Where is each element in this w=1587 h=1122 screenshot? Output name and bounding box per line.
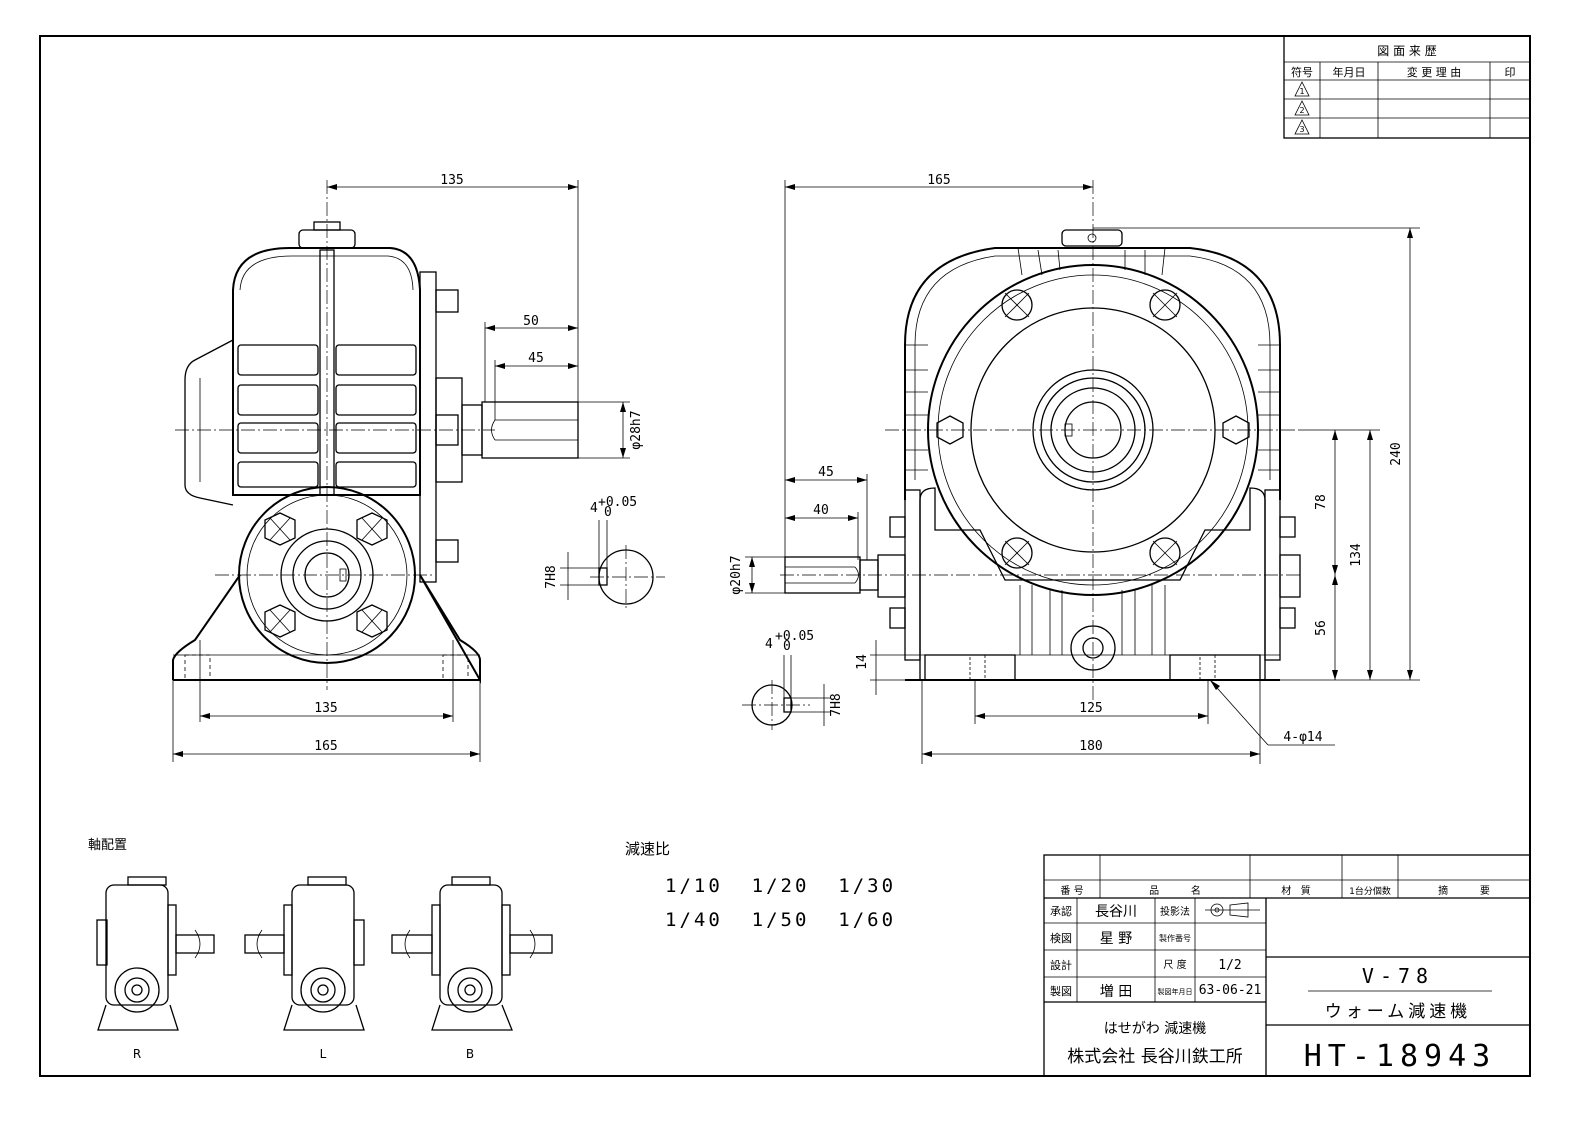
- approved-label: 承認: [1050, 904, 1072, 918]
- revision-header-date: 年月日: [1333, 65, 1366, 79]
- col-name: 品 名: [1149, 884, 1201, 897]
- keyway-detail-1: 4 +0.05 0 7H8: [544, 495, 665, 610]
- hex-bolt-icon: [1149, 289, 1181, 321]
- side-dim-165-base: 165: [314, 739, 337, 754]
- arrangement-r: [96, 876, 215, 1031]
- arrangement-label-l: L: [320, 1047, 327, 1061]
- keyway-1-width: 4: [590, 501, 598, 516]
- front-dim-14: 14: [855, 654, 870, 670]
- col-remarks: 摘 要: [1438, 884, 1490, 897]
- front-dim-45: 45: [818, 465, 834, 480]
- hex-bolt-icon: [356, 512, 388, 546]
- projection-label: 投影法: [1160, 905, 1190, 918]
- front-dim-shaft: φ20h7: [729, 555, 744, 594]
- sheet-border: [39, 35, 1531, 1077]
- date-value: 63-06-21: [1199, 983, 1262, 998]
- model-number: V-78: [1362, 964, 1434, 988]
- hex-bolt-icon: [1222, 415, 1250, 445]
- arrangement-label-r: R: [133, 1047, 141, 1061]
- front-dim-134: 134: [1349, 543, 1364, 567]
- mfg-no-label: 製作番号: [1159, 933, 1191, 943]
- svg-text:1: 1: [1299, 87, 1304, 96]
- svg-text:3: 3: [1299, 125, 1304, 134]
- col-qty: 1台分個数: [1349, 885, 1391, 897]
- reduction-ratio-row-2: 1/40 1/50 1/60: [665, 909, 896, 931]
- hex-bolt-icon: [936, 415, 964, 445]
- checked-label: 検図: [1050, 931, 1072, 945]
- side-dim-50: 50: [523, 314, 539, 329]
- svg-text:0: 0: [604, 505, 612, 520]
- revision-mark-3-icon: [1294, 119, 1310, 135]
- revision-table: 図 面 来 歴 符号 年月日 変 更 理 由 印 1 2 3: [1283, 35, 1531, 139]
- brand-name: はせがわ 減速機: [1104, 1020, 1206, 1037]
- revision-header-mark: 符号: [1291, 66, 1313, 79]
- scale-value: 1/2: [1218, 958, 1241, 973]
- revision-header-reason: 変 更 理 由: [1407, 65, 1462, 79]
- front-dim-56: 56: [1314, 620, 1329, 636]
- company-name: 株式会社 長谷川鉄工所: [1067, 1047, 1242, 1067]
- col-material: 材 質: [1281, 884, 1311, 897]
- side-dim-45: 45: [528, 351, 544, 366]
- hex-bolt-icon: [264, 604, 296, 638]
- designed-label: 設計: [1050, 958, 1072, 972]
- front-view: 165 45 40 φ20h7 14 125 180: [729, 173, 1420, 764]
- shaft-arrangement-title: 軸配置: [88, 838, 127, 853]
- svg-text:0: 0: [783, 639, 791, 654]
- drawing-number: HT-18943: [1304, 1039, 1497, 1074]
- hex-bolt-icon: [1001, 289, 1033, 321]
- front-dim-180: 180: [1079, 739, 1102, 754]
- title-block: 番 号 品 名 材 質 1台分個数 摘 要 承認 長谷川 検図 星 野 設計 製…: [1043, 854, 1531, 1077]
- reduction-ratio-row-1: 1/10 1/20 1/30: [665, 875, 896, 897]
- hex-bolt-icon: [264, 512, 296, 546]
- keyway-2-width: 4: [765, 637, 773, 652]
- svg-text:+0.05: +0.05: [775, 629, 814, 644]
- revision-title: 図 面 来 歴: [1377, 44, 1436, 58]
- reduction-ratio-title: 減速比: [625, 840, 670, 858]
- keyway-detail-2: 4 +0.05 0 7H8: [742, 629, 844, 730]
- front-dim-165: 165: [927, 173, 950, 188]
- front-dim-holes: 4-φ14: [1283, 730, 1322, 745]
- front-dim-240: 240: [1389, 442, 1404, 465]
- revision-header-seal: 印: [1505, 66, 1516, 79]
- scale-label: 尺 度: [1163, 958, 1186, 971]
- keyway-2-depth: 7H8: [829, 693, 844, 716]
- side-dim-135-top: 135: [440, 173, 463, 188]
- hex-bolt-icon: [1001, 537, 1033, 569]
- side-dim-135-base: 135: [314, 701, 337, 716]
- svg-text:2: 2: [1299, 106, 1304, 115]
- drawn-label: 製図: [1050, 984, 1072, 998]
- date-label: 製図年月日: [1158, 987, 1193, 996]
- col-number: 番 号: [1060, 885, 1083, 897]
- front-dim-40: 40: [813, 503, 829, 518]
- side-view: 135 50 45 φ28h7 135 165: [172, 173, 644, 762]
- approved-by: 長谷川: [1095, 904, 1137, 920]
- side-dim-shaft: φ28h7: [629, 410, 644, 449]
- arrangement-l: [244, 876, 365, 1031]
- arrangement-label-b: B: [466, 1047, 474, 1061]
- front-dim-125: 125: [1079, 701, 1102, 716]
- drawn-by: 増 田: [1100, 984, 1132, 1000]
- product-name: ウォーム減速機: [1325, 1002, 1472, 1022]
- projection-symbol-icon: [1205, 902, 1260, 918]
- arrangement-b: [391, 876, 553, 1031]
- keyway-1-depth: 7H8: [544, 565, 559, 588]
- checked-by: 星 野: [1100, 931, 1132, 947]
- hex-bolt-icon: [356, 604, 388, 638]
- revision-mark-2-icon: [1294, 100, 1310, 116]
- hex-bolt-icon: [1149, 537, 1181, 569]
- front-dim-78: 78: [1314, 494, 1329, 510]
- svg-text:+0.05: +0.05: [598, 495, 637, 510]
- revision-mark-1-icon: [1294, 81, 1310, 97]
